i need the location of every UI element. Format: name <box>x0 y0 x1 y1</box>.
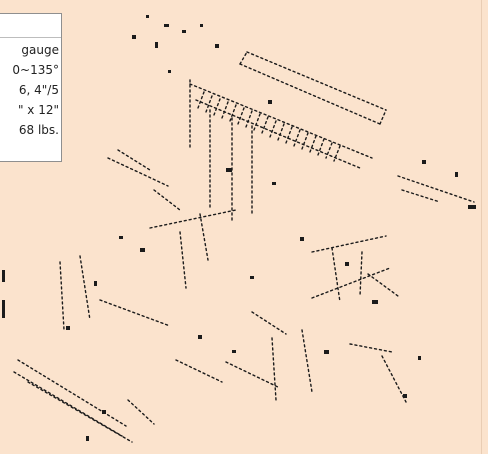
spec-value: 0~135° <box>12 63 59 77</box>
spec-value: gauge <box>21 43 59 57</box>
spec-table: gauge 0~135° 6, 4"/5 " x 12" 68 lbs. <box>0 13 62 162</box>
spec-row: 68 lbs. <box>0 120 61 140</box>
spec-row: 0~135° <box>0 60 61 80</box>
spec-rows: gauge 0~135° 6, 4"/5 " x 12" 68 lbs. <box>0 38 61 140</box>
spec-value: 6, 4"/5 <box>18 83 59 97</box>
spec-value: 68 lbs. <box>18 123 59 137</box>
spec-value: " x 12" <box>17 103 59 117</box>
page-edge <box>481 0 488 454</box>
spec-row: gauge <box>0 40 61 60</box>
spec-row: " x 12" <box>0 100 61 120</box>
spec-row: 6, 4"/5 <box>0 80 61 100</box>
spec-table-header <box>0 14 61 38</box>
